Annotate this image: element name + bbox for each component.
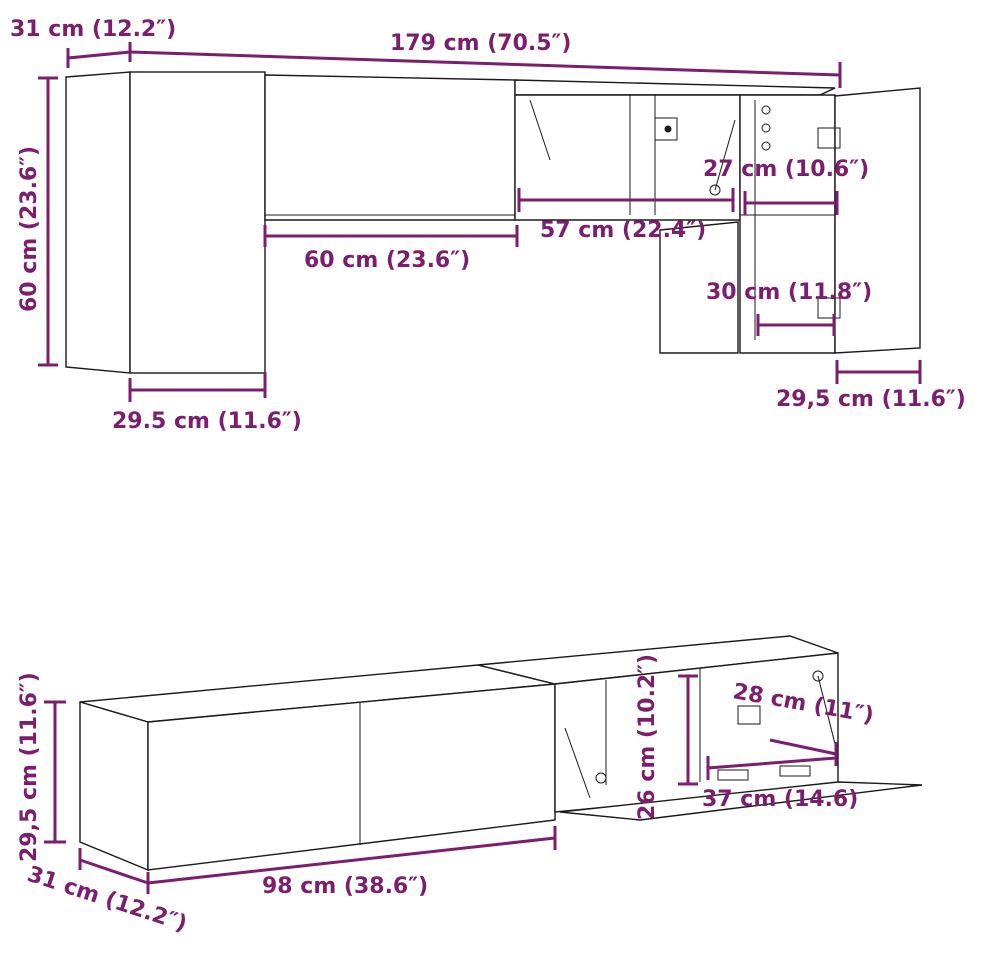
inner-height-label: 26 cm (10.2″) <box>635 654 660 820</box>
bottom-width-label: 98 cm (38.6″) <box>262 874 428 899</box>
flap-hinge-plate <box>737 705 761 725</box>
horizontal-width-label: 60 cm (23.6″) <box>304 248 470 273</box>
bottom-dimension-lines <box>44 674 838 894</box>
flap-strut-mount <box>812 670 824 682</box>
right-cabinet-body <box>739 94 836 354</box>
gas-strut-right <box>714 119 736 191</box>
hinge-plate <box>654 117 678 141</box>
top-dimension-lines <box>38 42 922 402</box>
top-cabinet-set <box>65 71 921 374</box>
strut-mount <box>709 184 721 196</box>
right-cabinet-door <box>834 87 921 354</box>
open-compartment-label: 57 cm (22.4″) <box>540 218 706 243</box>
open-unit-flap <box>559 781 923 821</box>
lower-compartment-label: 30 cm (11.8″) <box>706 280 872 305</box>
total-width-dim-line <box>129 50 841 77</box>
shelf-pin-hole-3 <box>761 141 771 151</box>
bottom-width-dim-line <box>147 836 556 885</box>
door-hinge-lower <box>817 297 841 319</box>
flap-hinge-right <box>779 765 811 777</box>
bottom-depth-dim-line <box>79 858 149 885</box>
gas-strut-left <box>529 99 551 161</box>
horizontal-cabinet <box>264 74 516 221</box>
right-width-label: 29,5 cm (11.6″) <box>776 387 966 412</box>
top-depth-label: 31 cm (12.2″) <box>10 17 176 42</box>
hinge-screw <box>664 125 672 133</box>
top-total-width-label: 179 cm (70.5″) <box>390 31 571 56</box>
tall-cabinet-door <box>129 71 266 374</box>
tall-cabinet-side <box>65 71 131 374</box>
flap-width-label: 37 cm (14.6) <box>702 787 858 812</box>
depth-dim-line <box>67 50 131 60</box>
bottom-height-label: 29,5 cm (11.6″) <box>17 672 42 862</box>
flap-hinge-left <box>717 769 749 781</box>
flap-width-dim-line <box>707 756 837 770</box>
cable-hole <box>595 772 607 784</box>
tall-width-label: 29.5 cm (11.6″) <box>112 409 302 434</box>
tv-unit-side <box>79 701 149 872</box>
flap-strut-left <box>564 727 591 799</box>
top-height-label: 60 cm (23.6″) <box>17 146 42 312</box>
tv-unit-front <box>147 683 556 871</box>
bottom-depth-label: 31 cm (12.2″) <box>24 862 190 937</box>
open-cabinet-top <box>514 79 836 96</box>
bottom-cabinet-set <box>79 635 923 872</box>
compartment-width-dim-line <box>769 738 837 756</box>
small-compartment-label: 27 cm (10.6″) <box>703 157 869 182</box>
lower-left-door <box>659 221 739 354</box>
shelf-pin-hole-1 <box>761 105 771 115</box>
door-hinge-upper <box>817 127 841 149</box>
shelf-pin-hole-2 <box>761 123 771 133</box>
